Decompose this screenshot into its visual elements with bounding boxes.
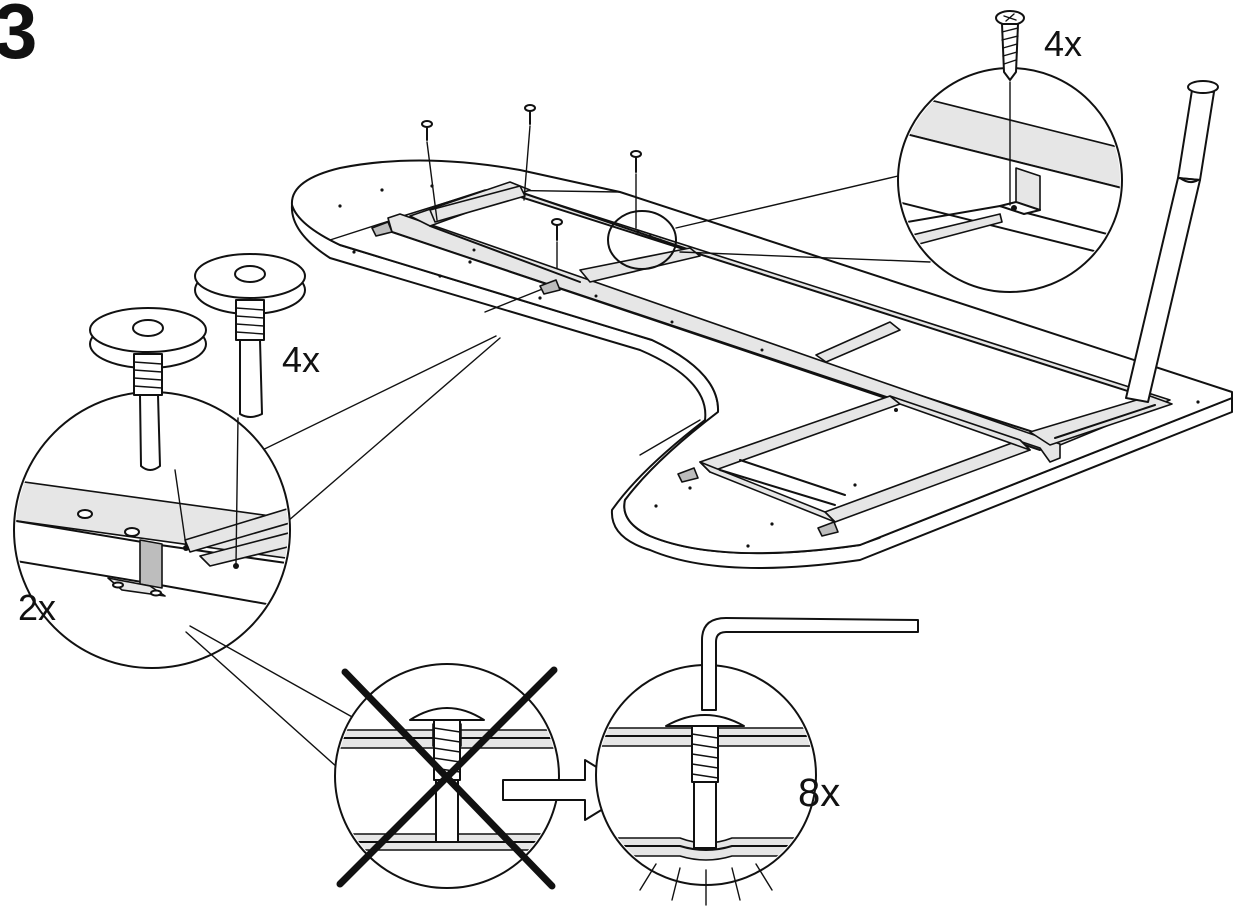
brackets-qty-label: 2x (18, 587, 56, 628)
mushroom-bolt-icon (665, 714, 745, 849)
detail-mushroom-bolts: 4x 2x (13, 253, 501, 669)
screw-icon (630, 150, 642, 229)
mushroom-bolt-icon (89, 307, 207, 471)
screw-icon (995, 10, 1025, 81)
cross-mark-icon (336, 666, 558, 890)
tighten-qty-label: 8x (798, 771, 840, 815)
mushroom-bolt-icon (194, 253, 306, 418)
screw-icon (523, 104, 536, 201)
frame-screws (421, 104, 642, 269)
screw-icon (551, 218, 563, 269)
top-screws-qty-label: 4x (1044, 23, 1082, 64)
mushroom-bolts-qty-label: 4x (282, 339, 320, 380)
tighten-rays (639, 863, 773, 906)
frame (371, 181, 1173, 537)
detail-highlight (607, 210, 677, 270)
detail-incorrect (185, 625, 560, 890)
table-leg (1125, 80, 1219, 403)
screw-icon (421, 120, 438, 221)
detail-correct: 8x (595, 617, 919, 906)
detail-screw-bracket: 4x (675, 10, 1123, 293)
allen-key-icon (701, 617, 919, 711)
step-number: 3 (0, 0, 37, 75)
